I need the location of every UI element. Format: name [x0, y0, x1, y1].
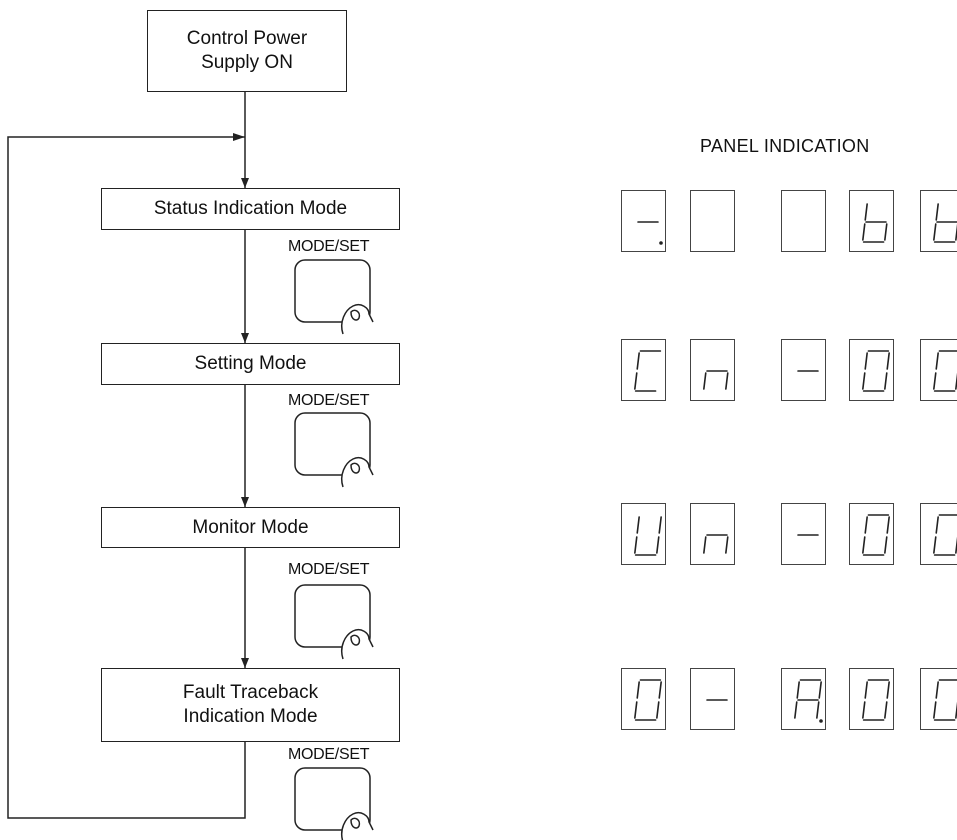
status-indication-mode-box[interactable]: Status Indication Mode — [101, 188, 400, 230]
seven-segment-icon — [933, 514, 957, 556]
start-line-1: Control Power — [186, 28, 308, 49]
panel-digit-r1-c4 — [849, 190, 894, 252]
mode-set-label-3: MODE/SET — [288, 561, 370, 578]
status-mode-label: Status Indication Mode — [153, 198, 348, 219]
panel-indication-title: PANEL INDICATION — [700, 136, 870, 156]
panel-digit-r1-c3 — [781, 190, 826, 252]
panel-digit-r3-c3 — [781, 503, 826, 565]
panel-digit-r4-c2 — [690, 668, 735, 730]
fault-mode-label-line-2: Indication Mode — [183, 706, 318, 727]
seven-segment-icon — [797, 534, 819, 536]
panel-digit-r1-c1 — [621, 190, 666, 252]
panel-digit-r2-c3 — [781, 339, 826, 401]
panel-digit-r1-c5 — [920, 190, 957, 252]
loop-back-line — [7, 136, 246, 819]
seven-segment-icon — [637, 221, 663, 245]
seven-segment-icon — [933, 679, 957, 721]
monitor-mode-label: Monitor Mode — [192, 516, 309, 538]
seven-segment-icon — [782, 191, 827, 253]
arrowhead-fault — [241, 658, 249, 668]
panel-digit-r4-c4 — [849, 668, 894, 730]
arrowhead-setting — [241, 333, 249, 343]
mode-set-label-1: MODE/SET — [288, 238, 370, 255]
panel-digit-r4-c3 — [781, 668, 826, 730]
seven-segment-icon — [862, 350, 890, 392]
panel-digit-r2-c4 — [849, 339, 894, 401]
seven-segment-icon — [862, 203, 888, 243]
panel-digit-r1-c2 — [690, 190, 735, 252]
seven-segment-icon — [933, 350, 957, 392]
seven-segment-icon — [862, 514, 890, 556]
seven-segment-icon — [703, 370, 729, 390]
seven-segment-icon — [634, 350, 662, 392]
panel-digit-r3-c5 — [920, 503, 957, 565]
panel-digit-r2-c1 — [621, 339, 666, 401]
mode-set-label-2: MODE/SET — [288, 392, 370, 409]
seven-segment-icon — [706, 699, 728, 701]
seven-segment-icon — [862, 679, 890, 721]
fault-mode-label-line-1: Fault Traceback — [182, 682, 319, 703]
seven-segment-icon — [794, 679, 823, 723]
panel-digit-r4-c1 — [621, 668, 666, 730]
mode-set-label-4: MODE/SET — [288, 746, 370, 763]
panel-digit-r3-c1 — [621, 503, 666, 565]
panel-digit-r3-c2 — [690, 503, 735, 565]
setting-mode-label: Setting Mode — [194, 353, 307, 374]
seven-segment-icon — [634, 679, 662, 721]
mode-set-key-3[interactable] — [294, 584, 374, 660]
loop-arrowhead — [233, 133, 245, 141]
start-box: Control Power Supply ON — [147, 10, 347, 92]
seven-segment-icon — [797, 370, 819, 372]
fault-traceback-mode-box[interactable]: Fault Traceback Indication Mode — [101, 668, 400, 742]
mode-set-key-2[interactable] — [294, 412, 374, 488]
seven-segment-icon — [634, 516, 662, 556]
seven-segment-icon — [703, 534, 729, 554]
start-line-2: Supply ON — [201, 52, 293, 73]
setting-mode-box[interactable]: Setting Mode — [101, 343, 400, 385]
arrowhead-monitor — [241, 497, 249, 507]
panel-digit-r3-c4 — [849, 503, 894, 565]
arrowhead-status — [241, 178, 249, 188]
mode-set-key-4[interactable] — [294, 767, 374, 840]
panel-digit-r2-c5 — [920, 339, 957, 401]
seven-segment-icon — [933, 203, 957, 243]
seven-segment-icon — [691, 191, 736, 253]
panel-digit-r4-c5 — [920, 668, 957, 730]
panel-digit-r2-c2 — [690, 339, 735, 401]
monitor-mode-box[interactable]: Monitor Mode — [101, 507, 400, 548]
mode-set-key-1[interactable] — [294, 259, 374, 335]
